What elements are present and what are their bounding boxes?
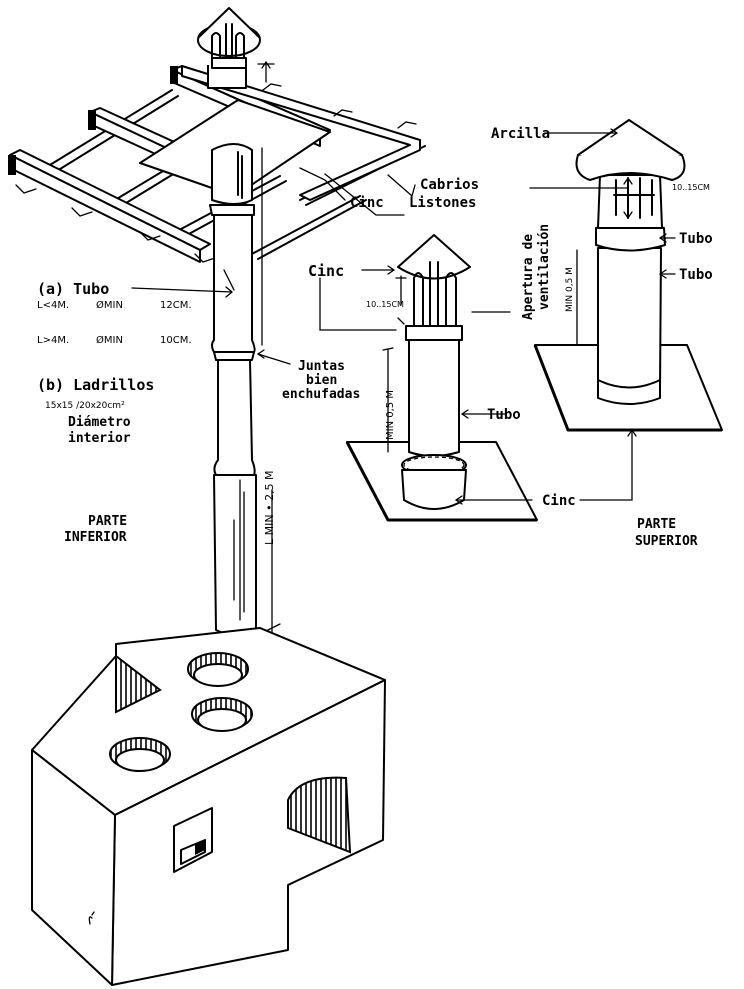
stove-firebox-arch (287, 776, 352, 854)
roof-height-arrow (257, 60, 275, 83)
main-chimney-pipe (209, 143, 281, 636)
label-parte-superior-1: PARTE (637, 517, 676, 532)
label-cabrios: Cabrios (420, 177, 479, 193)
label-cinc-roof: Cinc (350, 195, 384, 211)
label-middle-min: MIN 0,5 M (385, 390, 396, 440)
label-tubo-spec-title: (a) Tubo (37, 280, 109, 298)
label-enchufadas: enchufadas (282, 387, 360, 402)
label-right-gap: 10..15CM (672, 183, 710, 192)
label-tubo-right-2: Tubo (679, 267, 713, 283)
label-ventilacion: ventilación (537, 224, 552, 310)
label-bien: bien (306, 373, 337, 388)
stove-back-notch (115, 653, 162, 714)
label-tubo-line2-length: L>4M. (37, 335, 69, 346)
leader-lines (131, 128, 676, 505)
stove-burner-hole-3 (109, 737, 171, 772)
label-tubo-line1-diam: ØMIN (96, 299, 123, 311)
label-apertura: Apertura de (521, 234, 536, 320)
middle-cap-detail (345, 234, 538, 522)
cabrio-rafter-3 (8, 149, 211, 263)
label-diametro: Diámetro (68, 415, 131, 430)
label-tubo-line2-value: 10CM. (160, 335, 192, 346)
label-tubo-middle: Tubo (487, 407, 521, 423)
label-arcilla: Arcilla (491, 126, 550, 142)
labels: Cabrios Listones Cinc (a) Tubo L<4M. ØMI… (37, 126, 713, 549)
label-listones: Listones (409, 195, 476, 211)
label-min-length: L MIN • 2,5 M (263, 470, 276, 545)
label-middle-gap: 10..15CM (366, 300, 404, 309)
label-tubo-right-1: Tubo (679, 231, 713, 247)
label-cinc-middle-top: Cinc (308, 262, 344, 280)
stove-burner-hole-2 (191, 697, 253, 732)
batten-tabs (15, 83, 417, 263)
label-juntas: Juntas (298, 359, 345, 374)
label-ladrillos-size: 15x15 /20x20cm² (45, 401, 125, 411)
label-right-min: MIN 0,5 M (565, 267, 575, 312)
label-tubo-line2-diam: ØMIN (96, 334, 123, 346)
label-tubo-line1-value: 12CM. (160, 300, 192, 311)
label-parte-superior-2: SUPERIOR (635, 534, 698, 549)
stove-ash-door (173, 807, 213, 873)
label-cinc-middle-bottom: Cinc (542, 493, 576, 509)
stove-left-face (31, 749, 116, 986)
label-parte-inferior-2: INFERIOR (64, 530, 127, 545)
stove-block (31, 627, 386, 986)
label-ladrillos-title: (b) Ladrillos (37, 376, 154, 394)
label-tubo-line1-length: L<4M. (37, 300, 69, 311)
roof-chimney-cap (197, 7, 261, 89)
label-parte-inferior-1: PARTE (88, 514, 127, 529)
stove-burner-hole-1 (187, 652, 249, 687)
label-interior: interior (68, 431, 131, 446)
